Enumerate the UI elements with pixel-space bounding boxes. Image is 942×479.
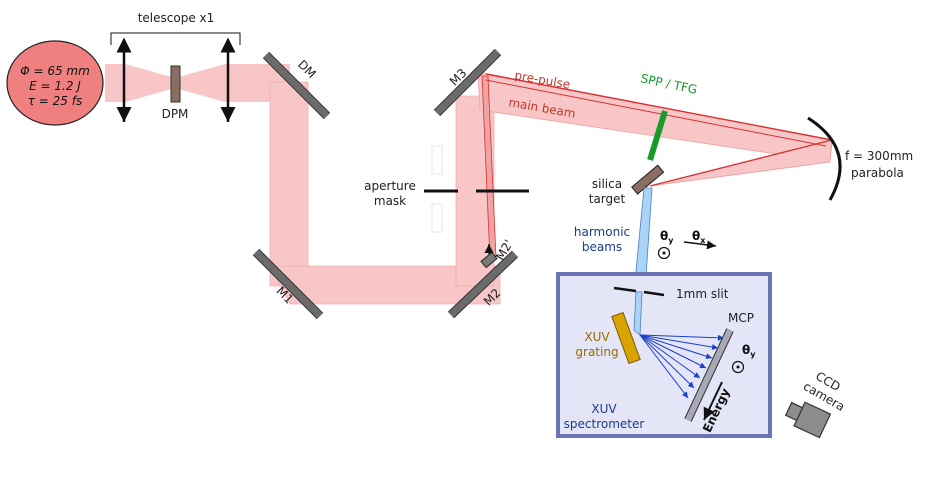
laser-duration-label: τ = 25 fs [28,94,82,108]
grating-label-line1: XUV [584,330,610,344]
harmonic-label-line1: harmonic [574,225,630,239]
ccd-camera-icon [784,401,832,439]
theta-y-label: θy [660,229,674,245]
telescope [110,32,241,122]
m2-prime-mirror [480,251,498,269]
xuv-grating [611,311,641,365]
spectrometer-label-line1: XUV [591,402,617,416]
xuv-spectrometer-box [556,272,772,438]
spp-tfg-label: SPP / TFG [639,71,698,97]
dpm-label: DPM [162,107,189,121]
laser-source [6,40,104,126]
laser-diameter-label: Φ = 65 mm [20,64,90,78]
silica-label-line1: silica [592,177,622,191]
aperture-label-line2: mask [374,194,406,208]
silica-label-line2: target [589,192,626,206]
silica-target [631,164,665,195]
main-laser-beam [105,64,833,305]
telescope-label: telescope x1 [138,11,215,25]
mcp-theta-y-label: θy [742,343,756,359]
energy-arrow [703,381,723,421]
angle-axes [657,240,717,260]
parabola-label: parabola [851,166,904,180]
slit [613,286,665,297]
slit-label: 1mm slit [676,287,729,301]
spectrometer-label-line2: spectrometer [564,417,645,431]
mcp-theta-y-icon [731,360,745,374]
mcp-label: MCP [728,311,754,325]
dpm-plate [170,65,181,103]
laser-energy-label: E = 1.2 J [29,79,81,93]
aperture-label-line1: aperture [364,179,416,193]
theta-x-label: θx [692,229,706,245]
parabola-mirror [807,116,842,201]
spp-tfg-element [647,110,668,161]
grating-label-line2: grating [575,345,618,359]
focal-length-label: f = 300mm [845,149,913,163]
dm-label: DM [295,57,319,81]
aperture-mask [424,145,529,233]
diffracted-rays [639,334,725,399]
harmonic-label-line2: beams [582,240,622,254]
